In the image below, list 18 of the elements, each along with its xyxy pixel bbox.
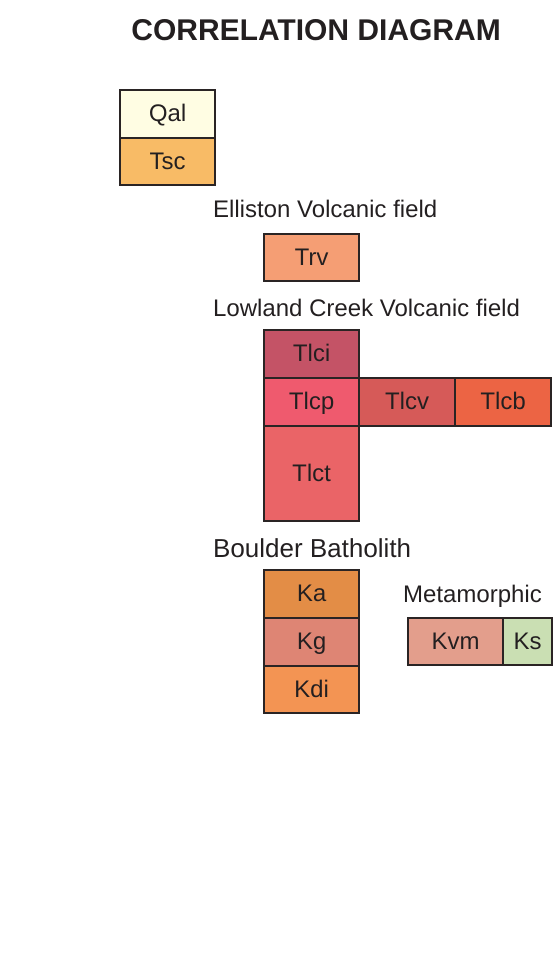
map-unit-box: Tlcb	[454, 377, 552, 427]
diagram-title: CORRELATION DIAGRAM	[130, 14, 502, 48]
map-unit-box: Kvm	[407, 617, 504, 666]
group-heading: Metamorphic	[403, 583, 542, 607]
map-unit-box: Tlcv	[358, 377, 456, 427]
map-unit-box: Kdi	[263, 665, 360, 714]
group-heading: Boulder Batholith	[213, 535, 412, 561]
map-unit-box: Ks	[502, 617, 553, 666]
map-unit-box: Trv	[263, 233, 360, 282]
map-unit-box: Ka	[263, 569, 360, 619]
map-unit-box: Tsc	[119, 137, 216, 186]
map-unit-box: Qal	[119, 89, 216, 139]
map-unit-box: Tlci	[263, 329, 360, 379]
map-unit-box: Tlct	[263, 425, 360, 522]
group-heading: Elliston Volcanic field	[213, 198, 438, 222]
group-heading: Lowland Creek Volcanic field	[213, 297, 520, 321]
map-unit-box: Tlcp	[263, 377, 360, 427]
map-unit-box: Kg	[263, 617, 360, 667]
